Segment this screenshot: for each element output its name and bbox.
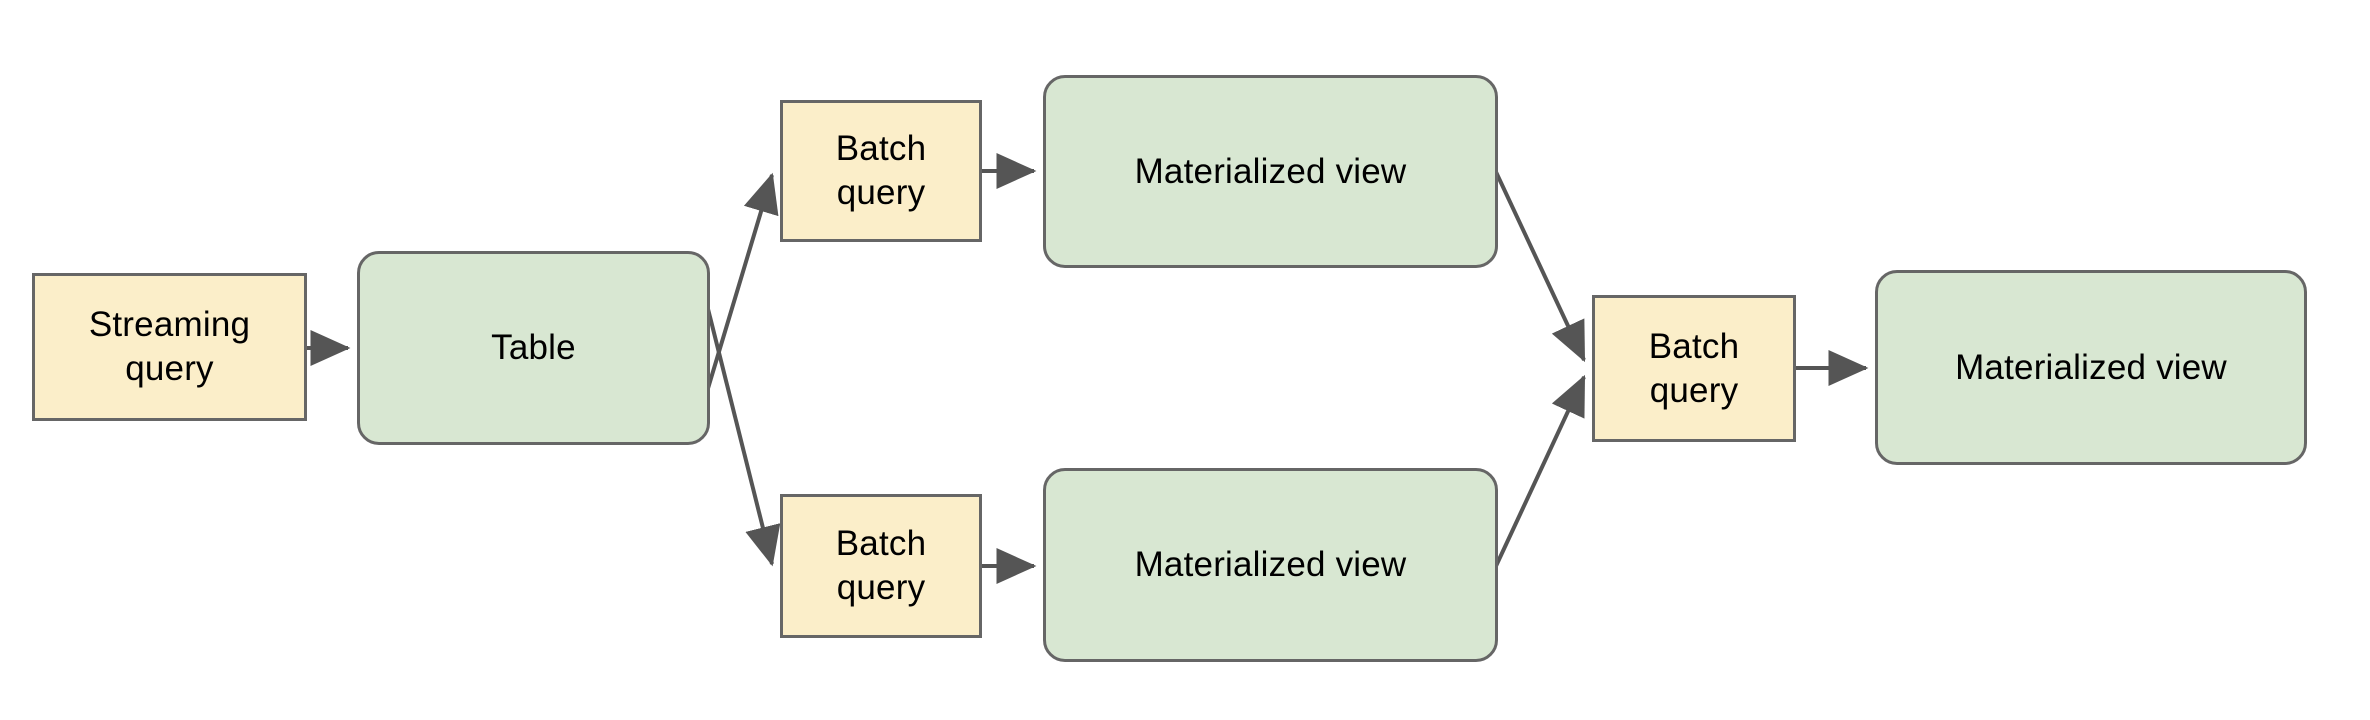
node-materialized-view-bottom-label: Materialized view bbox=[1134, 545, 1407, 585]
node-materialized-view-top-label: Materialized view bbox=[1134, 151, 1407, 191]
edge-table-to-batch-query-top bbox=[704, 172, 779, 396]
node-materialized-view-right-label: Materialized view bbox=[1955, 347, 2227, 387]
node-table-label: Table bbox=[491, 328, 576, 368]
node-materialized-view-bottom[interactable]: Materialized view bbox=[1043, 468, 1498, 662]
node-table[interactable]: Table bbox=[357, 251, 710, 445]
node-batch-query-right[interactable]: Batch query bbox=[1592, 295, 1796, 442]
node-streaming-query-label: Streaming query bbox=[88, 305, 251, 388]
node-batch-query-top[interactable]: Batch query bbox=[780, 100, 982, 242]
node-streaming-query[interactable]: Streaming query bbox=[32, 273, 307, 421]
node-batch-query-bottom-label: Batch query bbox=[835, 524, 927, 607]
node-materialized-view-right[interactable]: Materialized view bbox=[1875, 270, 2307, 465]
node-batch-query-bottom[interactable]: Batch query bbox=[780, 494, 982, 638]
node-batch-query-right-label: Batch query bbox=[1648, 326, 1740, 410]
node-batch-query-top-label: Batch query bbox=[835, 129, 927, 212]
edge-materialized-view-top-to-batch-query-right bbox=[1494, 171, 1586, 363]
edge-table-to-batch-query-bottom bbox=[704, 300, 781, 567]
node-materialized-view-top[interactable]: Materialized view bbox=[1043, 75, 1498, 268]
edge-materialized-view-bottom-to-batch-query-right bbox=[1494, 374, 1586, 567]
